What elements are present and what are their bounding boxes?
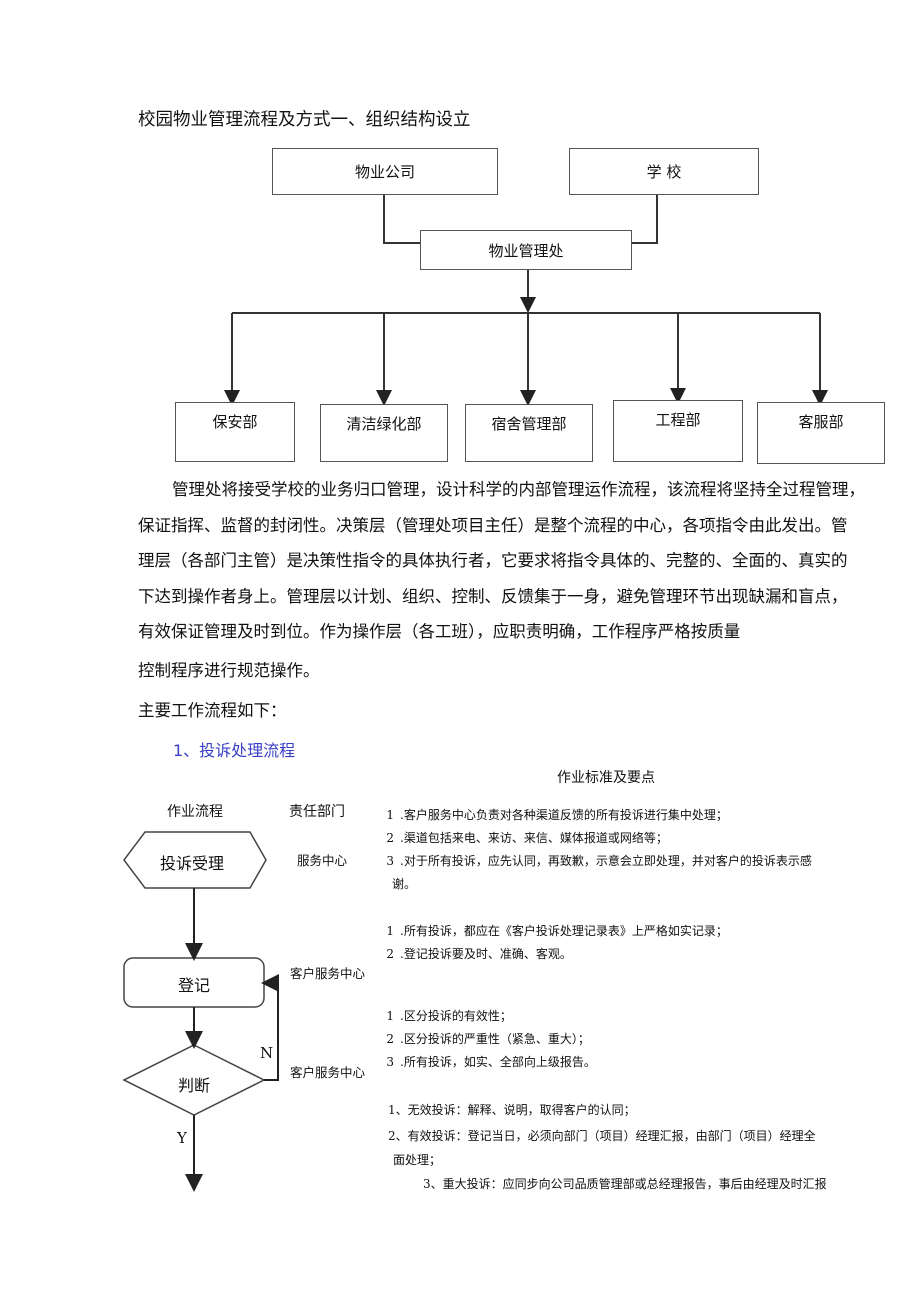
intro-line-6: 控制程序进行规范操作。 bbox=[138, 661, 320, 680]
std-g1-cont: 谢。 bbox=[392, 877, 417, 891]
std-g4-line-2: 2、有效投诉：登记当日，必须向部门（项目）经理汇报，由部门（项目）经理全 bbox=[388, 1129, 816, 1143]
std-g4-line-1: 1、无效投诉：解释、说明，取得客户的认同； bbox=[388, 1103, 636, 1117]
intro-line-4: 下达到操作者身上。管理层以计划、组织、控制、反馈集于一身，避免管理环节出现缺漏和… bbox=[138, 587, 848, 606]
page-title: 校园物业管理流程及方式一、组织结构设立 bbox=[138, 110, 471, 130]
section-title: 1、投诉处理流程 bbox=[173, 741, 296, 760]
flow-label-yes: Y bbox=[177, 1129, 187, 1147]
org-box-school: 学 校 bbox=[569, 148, 759, 195]
org-box-office: 物业管理处 bbox=[420, 230, 632, 270]
std-g4-line-3: 面处理； bbox=[393, 1153, 442, 1167]
std-g3-item-2: 2.区分投诉的严重性（紧急、重大）； bbox=[386, 1032, 590, 1046]
intro-line-3: 理层（各部门主管）是决策性指令的具体执行者，它要求将指令具体的、完整的、全面的、… bbox=[138, 551, 848, 570]
org-box-customer-service: 客服部 bbox=[757, 402, 885, 464]
header-dept: 责任部门 bbox=[289, 804, 345, 820]
org-box-dormitory: 宿舍管理部 bbox=[465, 404, 593, 462]
dept-cell-1: 服务中心 bbox=[297, 853, 348, 868]
org-box-cleaning: 清洁绿化部 bbox=[320, 404, 448, 462]
intro-line-1: 管理处将接受学校的业务归口管理，设计科学的内部管理运作流程，该流程将坚持全过程管… bbox=[172, 480, 865, 499]
std-g3-item-3: 3.所有投诉，如实、全部向上级报告。 bbox=[386, 1055, 596, 1069]
main-flow-label: 主要工作流程如下： bbox=[138, 701, 287, 720]
dept-cell-2: 客户服务中心 bbox=[290, 966, 366, 981]
flow-label-judge: 判断 bbox=[178, 1076, 211, 1095]
dept-cell-3: 客户服务中心 bbox=[290, 1065, 366, 1080]
header-standards: 作业标准及要点 bbox=[557, 770, 655, 786]
std-g1-item-1: 1.客户服务中心负责对各种渠道反馈的所有投诉进行集中处理； bbox=[386, 808, 728, 822]
intro-line-2: 保证指挥、监督的封闭性。决策层（管理处项目主任）是整个流程的中心，各项指令由此发… bbox=[138, 516, 848, 535]
std-g1-item-3: 3.对于所有投诉，应先认同，再致歉，示意会立即处理，并对客户的投诉表示感 bbox=[386, 854, 812, 868]
std-g1-item-2: 2.渠道包括来电、来访、来信、媒体报道或网络等； bbox=[386, 831, 668, 845]
org-box-engineering: 工程部 bbox=[613, 400, 743, 462]
org-box-company: 物业公司 bbox=[272, 148, 498, 195]
org-box-security: 保安部 bbox=[175, 402, 295, 462]
std-g2-item-1: 1.所有投诉，都应在《客户投诉处理记录表》上严格如实记录； bbox=[386, 924, 728, 938]
intro-line-5: 有效保证管理及时到位。作为操作层（各工班），应职责明确，工作程序严格按质量 bbox=[138, 622, 741, 641]
flow-label-register: 登记 bbox=[178, 976, 211, 995]
std-g3-item-1: 1.区分投诉的有效性； bbox=[386, 1009, 512, 1023]
header-flow: 作业流程 bbox=[167, 804, 223, 820]
std-g2-item-2: 2.登记投诉要及时、准确、客观。 bbox=[386, 947, 572, 961]
flow-node-accept bbox=[123, 831, 267, 889]
flow-label-no: N bbox=[260, 1044, 274, 1062]
flow-label-accept: 投诉受理 bbox=[160, 854, 225, 873]
std-g4-line-4: 3、重大投诉：应同步向公司品质管理部或总经理报告，事后由经理及时汇报 bbox=[423, 1177, 827, 1191]
org-chart-connectors bbox=[224, 193, 828, 406]
